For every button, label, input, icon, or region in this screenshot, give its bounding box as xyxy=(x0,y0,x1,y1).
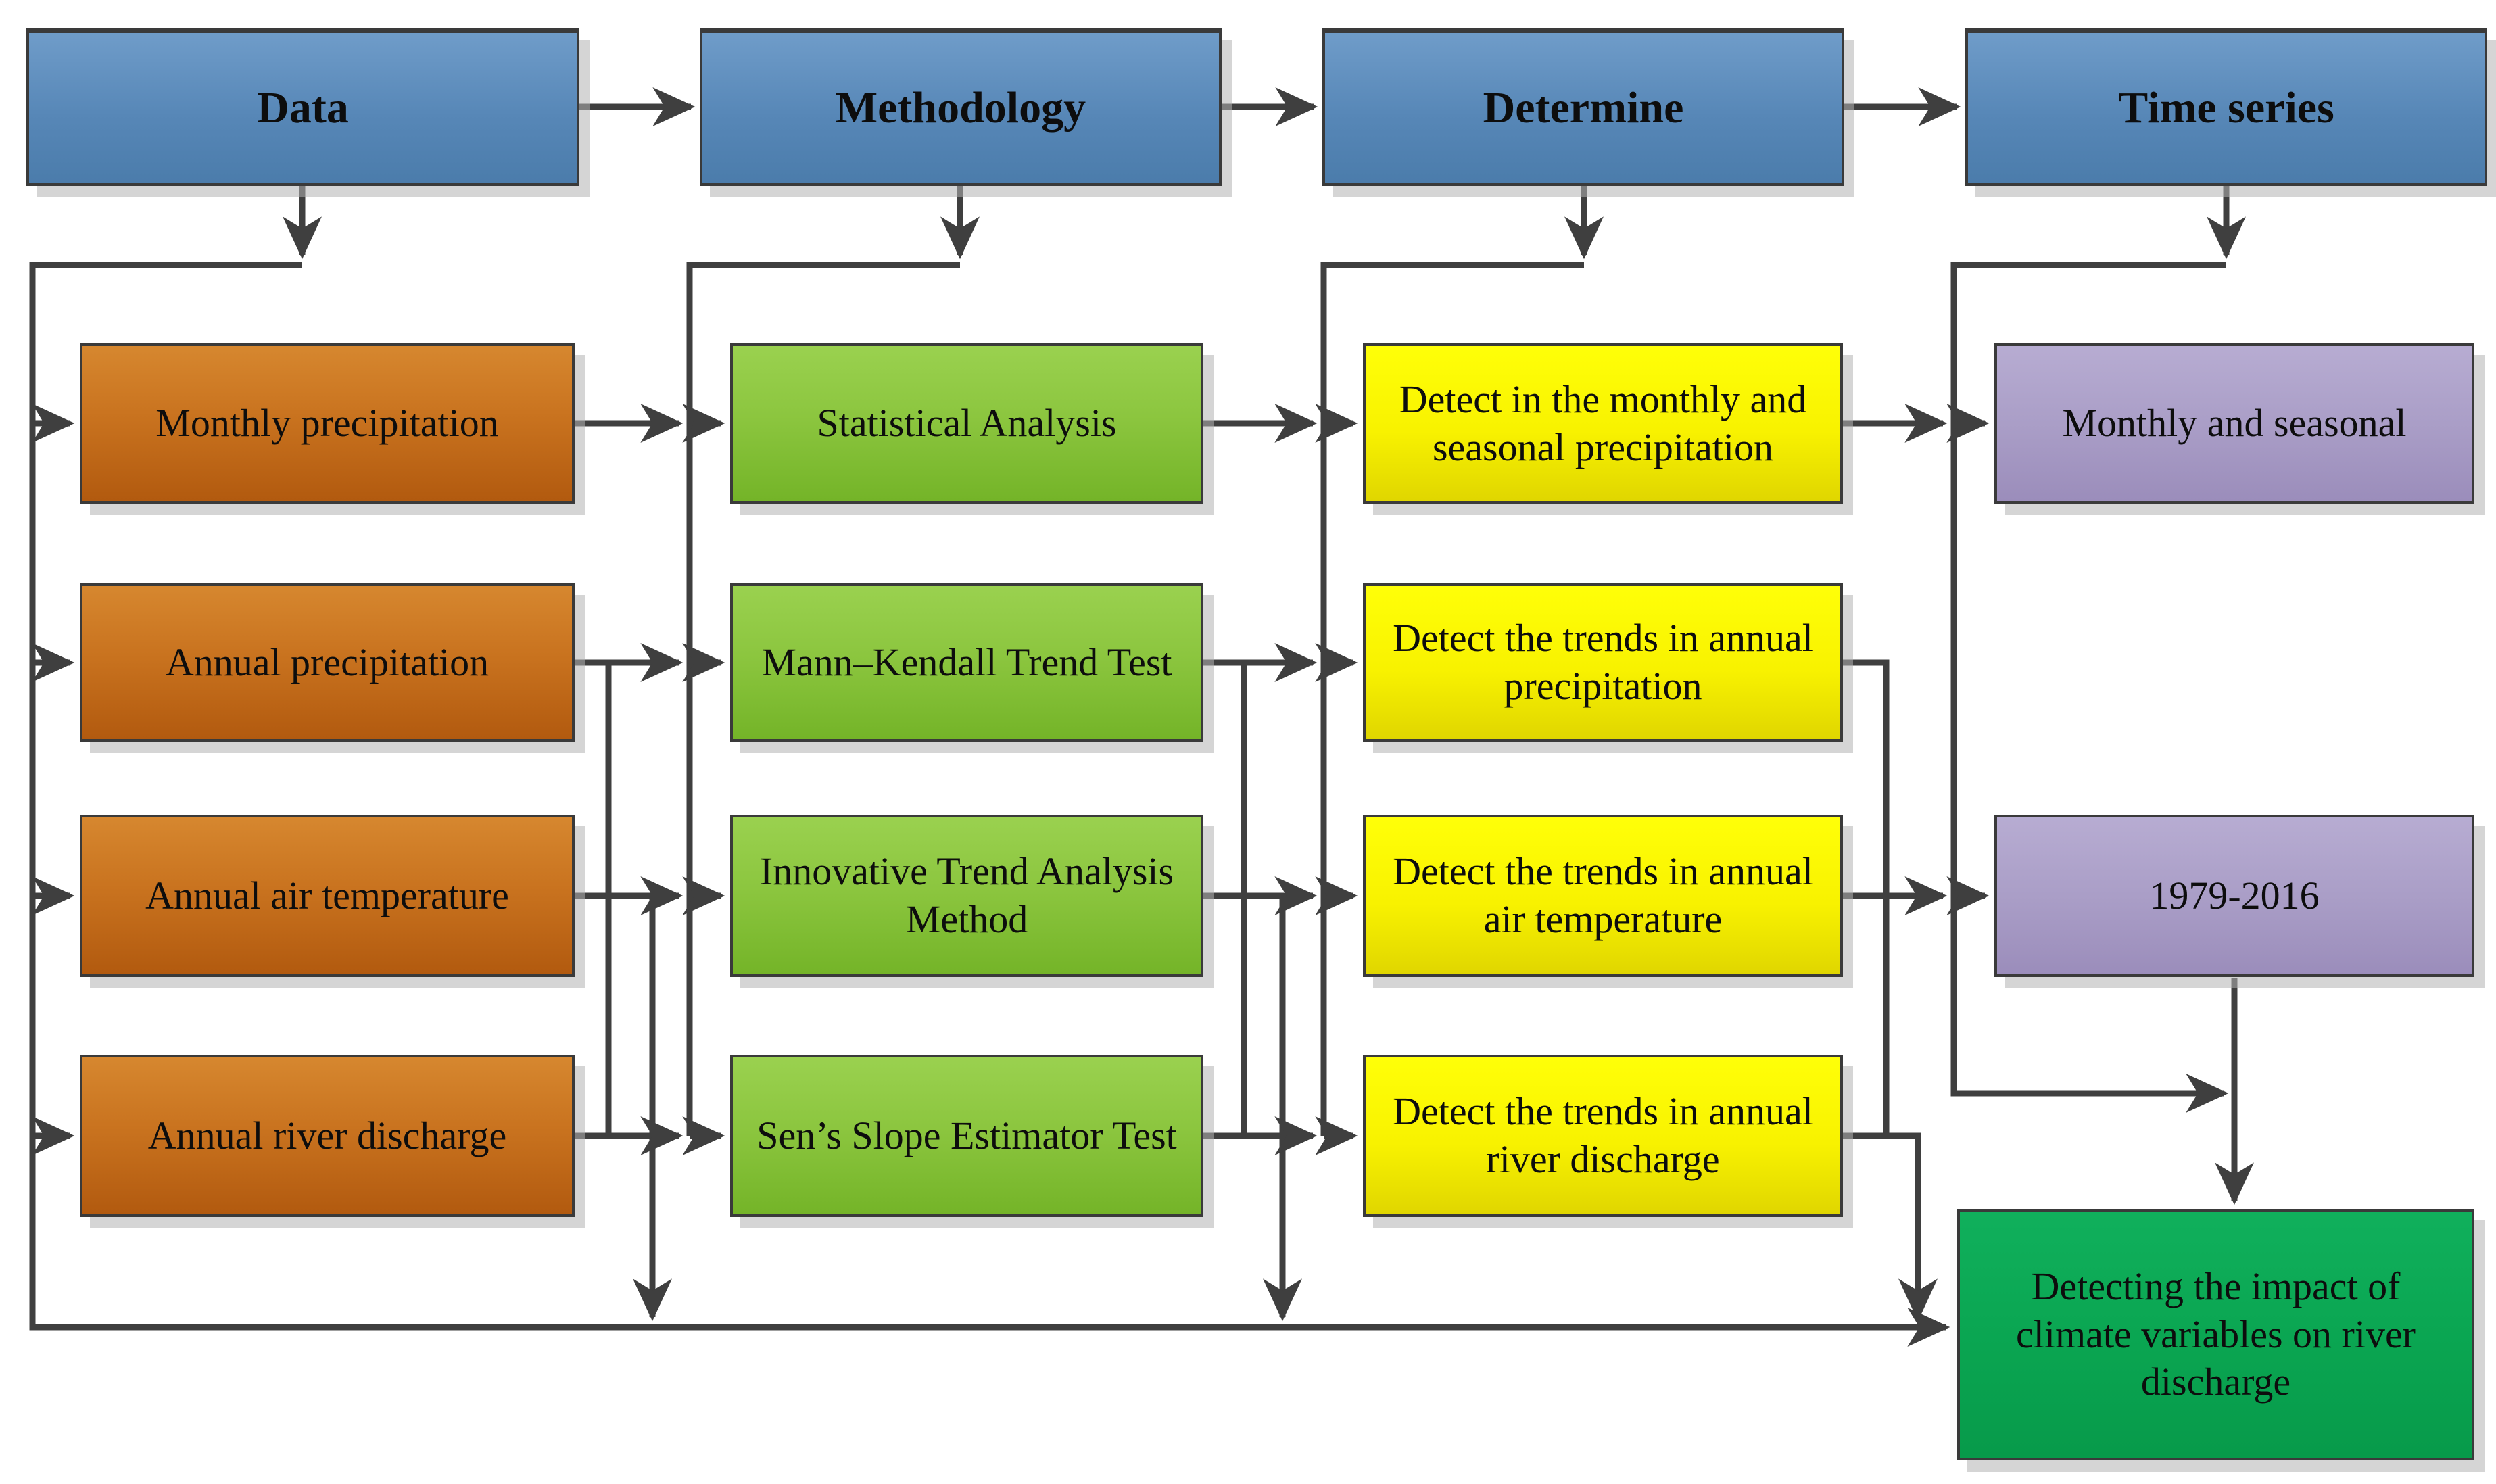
header-methodology: Methodology xyxy=(700,28,1222,186)
header-determine: Determine xyxy=(1322,28,1844,186)
node-detect-annual-precipitation: Detect the trends in annual precipitatio… xyxy=(1363,583,1843,742)
node-annual-precipitation: Annual precipitation xyxy=(80,583,575,742)
header-data: Data xyxy=(26,28,579,186)
node-annual-river-discharge: Annual river discharge xyxy=(80,1055,575,1217)
node-annual-air-temperature: Annual air temperature xyxy=(80,815,575,977)
node-mann-kendall-trend-test: Mann–Kendall Trend Test xyxy=(730,583,1203,742)
node-detect-annual-river-discharge: Detect the trends in annual river discha… xyxy=(1363,1055,1843,1217)
node-statistical-analysis: Statistical Analysis xyxy=(730,343,1203,504)
node-detect-monthly-seasonal-precipitation: Detect in the monthly and seasonal preci… xyxy=(1363,343,1843,504)
node-monthly-precipitation: Monthly precipitation xyxy=(80,343,575,504)
rail-methodology xyxy=(686,262,960,1136)
bus-detectprecip-down xyxy=(1843,659,1890,1136)
rail-timeseries xyxy=(1950,262,2229,1113)
node-period-1979-2016: 1979-2016 xyxy=(1994,815,2474,977)
node-detect-annual-air-temperature: Detect the trends in annual air temperat… xyxy=(1363,815,1843,977)
branch-detectdischarge-to-collector xyxy=(1843,1132,1938,1322)
node-sens-slope-estimator: Sen’s Slope Estimator Test xyxy=(730,1055,1203,1217)
header-time-series: Time series xyxy=(1965,28,2487,186)
node-innovative-trend-analysis: Innovative Trend Analysis Method xyxy=(730,815,1203,977)
node-monthly-and-seasonal: Monthly and seasonal xyxy=(1994,343,2474,504)
rail-data-and-bottom-collector xyxy=(29,262,1950,1347)
rail-determine xyxy=(1320,262,1584,1136)
node-outcome-impact-on-river-discharge: Detecting the impact of climate variable… xyxy=(1957,1209,2474,1460)
